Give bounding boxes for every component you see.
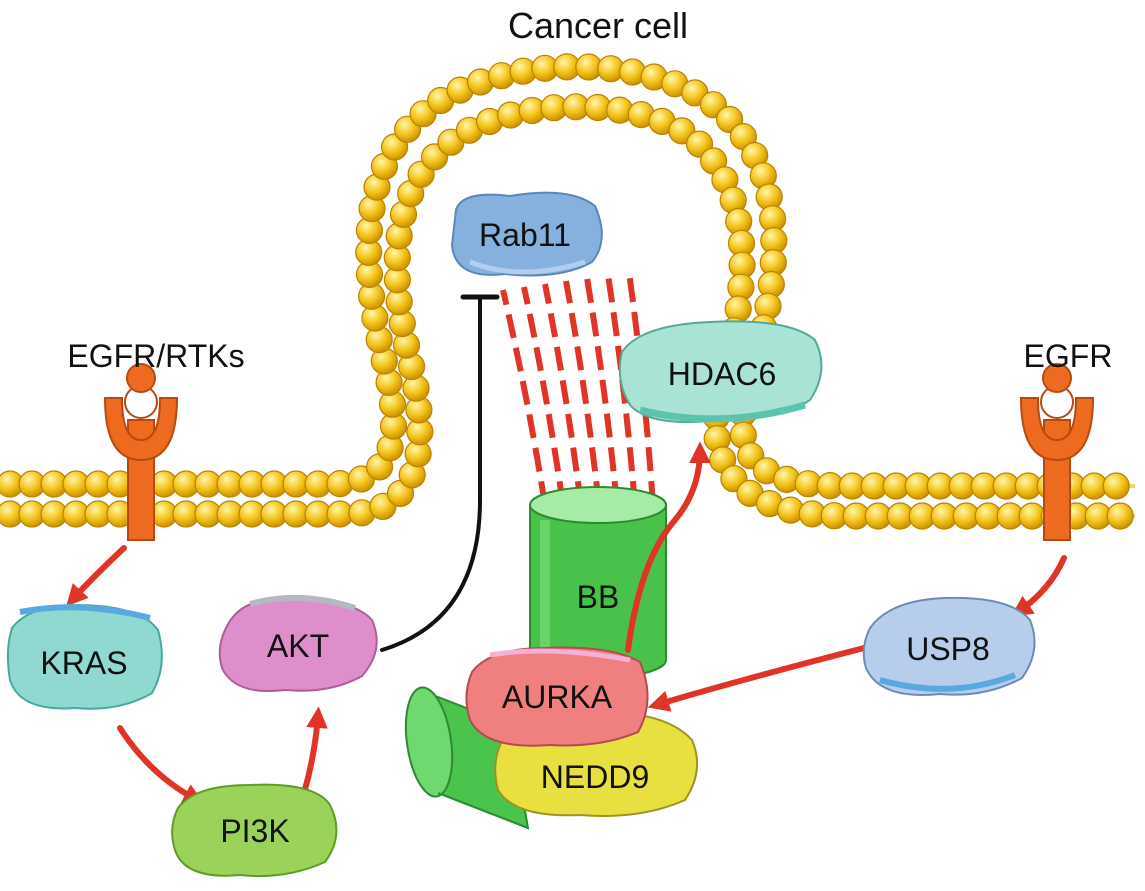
protein-pi3k: PI3K	[171, 783, 338, 878]
protein-kras: KRAS	[6, 603, 163, 710]
protein-label-bb: BB	[577, 579, 620, 615]
protein-usp8: USP8	[862, 596, 1036, 696]
arrow-usp8-to-aurka	[647, 645, 867, 712]
protein-hdac6: HDAC6	[618, 320, 823, 424]
protein-label-aurka: AURKA	[502, 679, 613, 715]
membrane-bead	[1102, 472, 1130, 500]
protein-label-hdac6: HDAC6	[668, 356, 776, 392]
membrane-bead	[1106, 502, 1134, 530]
arrow-egfr-to-kras	[66, 545, 127, 607]
microtubule-line	[500, 289, 548, 506]
microtubule-line	[584, 277, 620, 506]
diagram-title: Cancer cell	[508, 5, 688, 46]
protein-label-pi3k: PI3K	[220, 813, 289, 849]
protein-label-nedd9: NEDD9	[541, 759, 649, 795]
protein-label-usp8: USP8	[906, 631, 990, 667]
microtubule-line	[521, 286, 566, 506]
arrow-egfr-to-usp8	[1010, 555, 1067, 617]
receptor-right-label: EGFR	[1024, 338, 1113, 374]
protein-akt: AKT	[218, 594, 378, 692]
signal-arrows	[66, 441, 1067, 805]
arrow-aurka-to-hdac6	[625, 441, 711, 653]
arrow-kras-to-pi3k	[117, 725, 205, 805]
arrow-pi3k-to-akt	[301, 706, 328, 796]
receptor-left	[103, 363, 179, 541]
microtubule-line	[563, 280, 602, 506]
protein-rab11: Rab11	[450, 191, 603, 277]
microtubule-line	[542, 283, 584, 506]
receptor-right	[1019, 363, 1095, 541]
receptor-left-label: EGFR/RTKs	[67, 338, 244, 374]
protein-label-rab11: Rab11	[479, 217, 571, 253]
protein-label-akt: AKT	[267, 628, 329, 664]
protein-aurka: AURKA	[465, 646, 649, 747]
inhibition-akt-rab11	[380, 294, 500, 652]
protein-label-kras: KRAS	[40, 645, 127, 681]
